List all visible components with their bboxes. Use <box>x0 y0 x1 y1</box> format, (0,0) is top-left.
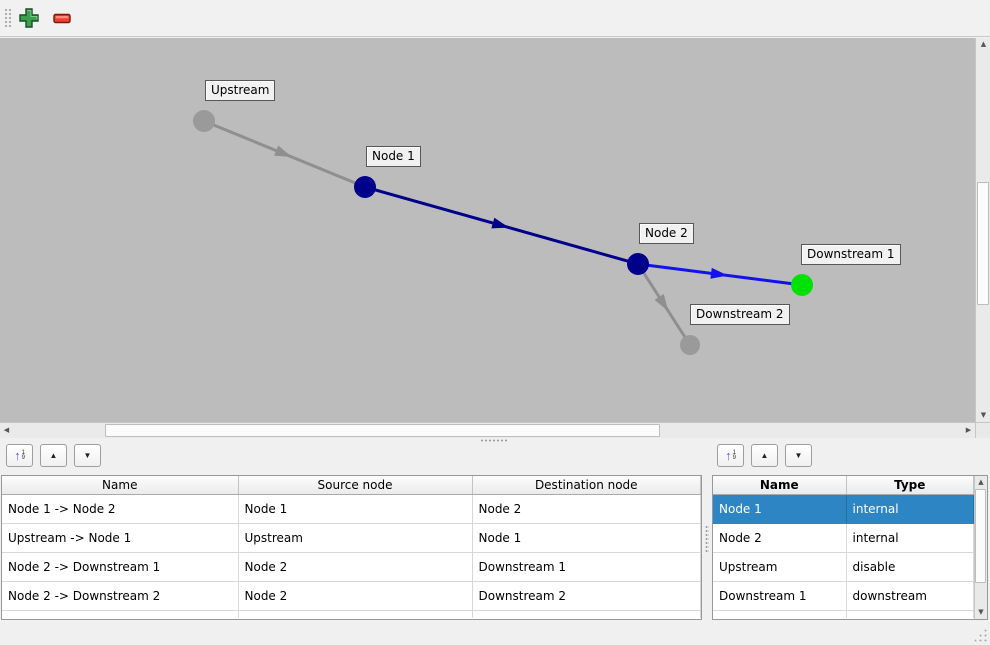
graph-node-upstream[interactable] <box>193 110 215 132</box>
table-cell[interactable]: downstream <box>846 581 974 611</box>
table-cell[interactable]: Downstream 1 <box>472 552 701 582</box>
node-label-downstream2[interactable]: Downstream 2 <box>690 304 790 325</box>
scroll-left-icon[interactable]: ◀ <box>3 426 10 434</box>
scroll-right-icon[interactable]: ▶ <box>965 426 972 434</box>
main-toolbar <box>0 0 990 37</box>
scrollbar-corner <box>975 422 990 438</box>
empty-row-stub <box>2 610 701 618</box>
edge-arrow-icon <box>654 293 669 312</box>
edges-move-down-button[interactable]: ▼ <box>74 444 101 467</box>
add-node-button[interactable] <box>18 8 40 30</box>
table-cell[interactable]: Upstream -> Node 1 <box>2 523 239 553</box>
splitter-handle-icon <box>705 525 709 553</box>
up-triangle-icon: ▲ <box>49 450 58 460</box>
graph-node-downstream2[interactable] <box>680 335 700 355</box>
node-label-downstream1[interactable]: Downstream 1 <box>801 244 901 265</box>
table-cell[interactable]: Node 2 -> Downstream 2 <box>2 581 239 611</box>
nodes-move-down-button[interactable]: ▼ <box>785 444 812 467</box>
canvas-vertical-scrollbar[interactable]: ▲ ▼ <box>975 38 990 422</box>
table-cell[interactable]: Node 1 <box>238 494 473 524</box>
vertical-splitter[interactable] <box>703 475 711 619</box>
toolbar-drag-handle[interactable] <box>4 8 12 29</box>
table-cell[interactable]: Node 1 -> Node 2 <box>2 494 239 524</box>
column-header[interactable]: Type <box>846 476 974 495</box>
table-cell[interactable]: disable <box>846 552 974 582</box>
scroll-up-icon[interactable]: ▲ <box>980 40 987 48</box>
column-header[interactable]: Name <box>713 476 847 495</box>
node-label-node2[interactable]: Node 2 <box>639 223 694 244</box>
table-cell[interactable]: Downstream 1 <box>713 581 847 611</box>
remove-node-button[interactable] <box>51 8 73 30</box>
table-cell[interactable]: Downstream 2 <box>472 581 701 611</box>
graph-node-node2[interactable] <box>627 253 649 275</box>
nodes-table-scrollbar[interactable]: ▲ ▼ <box>974 476 987 619</box>
column-header[interactable]: Destination node <box>472 476 701 495</box>
graph-node-node1[interactable] <box>354 176 376 198</box>
horizontal-scroll-thumb[interactable] <box>105 424 660 437</box>
down-triangle-icon: ▼ <box>794 450 803 460</box>
edge-arrow-icon <box>491 217 510 229</box>
vertical-scroll-thumb[interactable] <box>977 182 989 305</box>
edge-arrow-icon <box>274 145 292 158</box>
table-scroll-thumb[interactable] <box>975 489 986 583</box>
nodes-move-up-button[interactable]: ▲ <box>751 444 778 467</box>
edge-arrow-icon <box>710 267 728 279</box>
edges-move-up-button[interactable]: ▲ <box>40 444 67 467</box>
table-cell[interactable]: Node 2 <box>472 494 701 524</box>
splitter-handle-icon <box>480 439 508 442</box>
table-cell[interactable]: internal <box>846 494 974 524</box>
plus-icon <box>19 8 39 28</box>
node-label-node1[interactable]: Node 1 <box>366 146 421 167</box>
table-cell[interactable]: Node 2 <box>238 581 473 611</box>
table-cell[interactable]: internal <box>846 523 974 553</box>
horizontal-splitter[interactable] <box>0 438 990 443</box>
table-cell[interactable]: Node 2 <box>238 552 473 582</box>
canvas-horizontal-scrollbar[interactable]: ◀ ▶ <box>0 422 975 438</box>
window-resize-grip[interactable] <box>973 628 987 642</box>
scroll-up-icon[interactable]: ▲ <box>978 478 984 486</box>
down-triangle-icon: ▼ <box>83 450 92 460</box>
edge-layer <box>193 110 813 355</box>
table-cell[interactable]: Upstream <box>713 552 847 582</box>
empty-row-stub <box>713 610 974 618</box>
table-cell[interactable]: Upstream <box>238 523 473 553</box>
column-header[interactable]: Source node <box>238 476 473 495</box>
minus-icon <box>53 13 71 24</box>
node-label-upstream[interactable]: Upstream <box>205 80 276 101</box>
table-cell[interactable]: Node 2 -> Downstream 1 <box>2 552 239 582</box>
table-cell[interactable]: Node 1 <box>472 523 701 553</box>
scroll-down-icon[interactable]: ▼ <box>980 411 987 419</box>
table-cell[interactable]: Node 1 <box>713 494 847 524</box>
graph-node-downstream1[interactable] <box>791 274 813 296</box>
column-header[interactable]: Name <box>2 476 239 495</box>
table-cell[interactable]: Node 2 <box>713 523 847 553</box>
scroll-down-icon[interactable]: ▼ <box>978 608 984 616</box>
up-triangle-icon: ▲ <box>760 450 769 460</box>
